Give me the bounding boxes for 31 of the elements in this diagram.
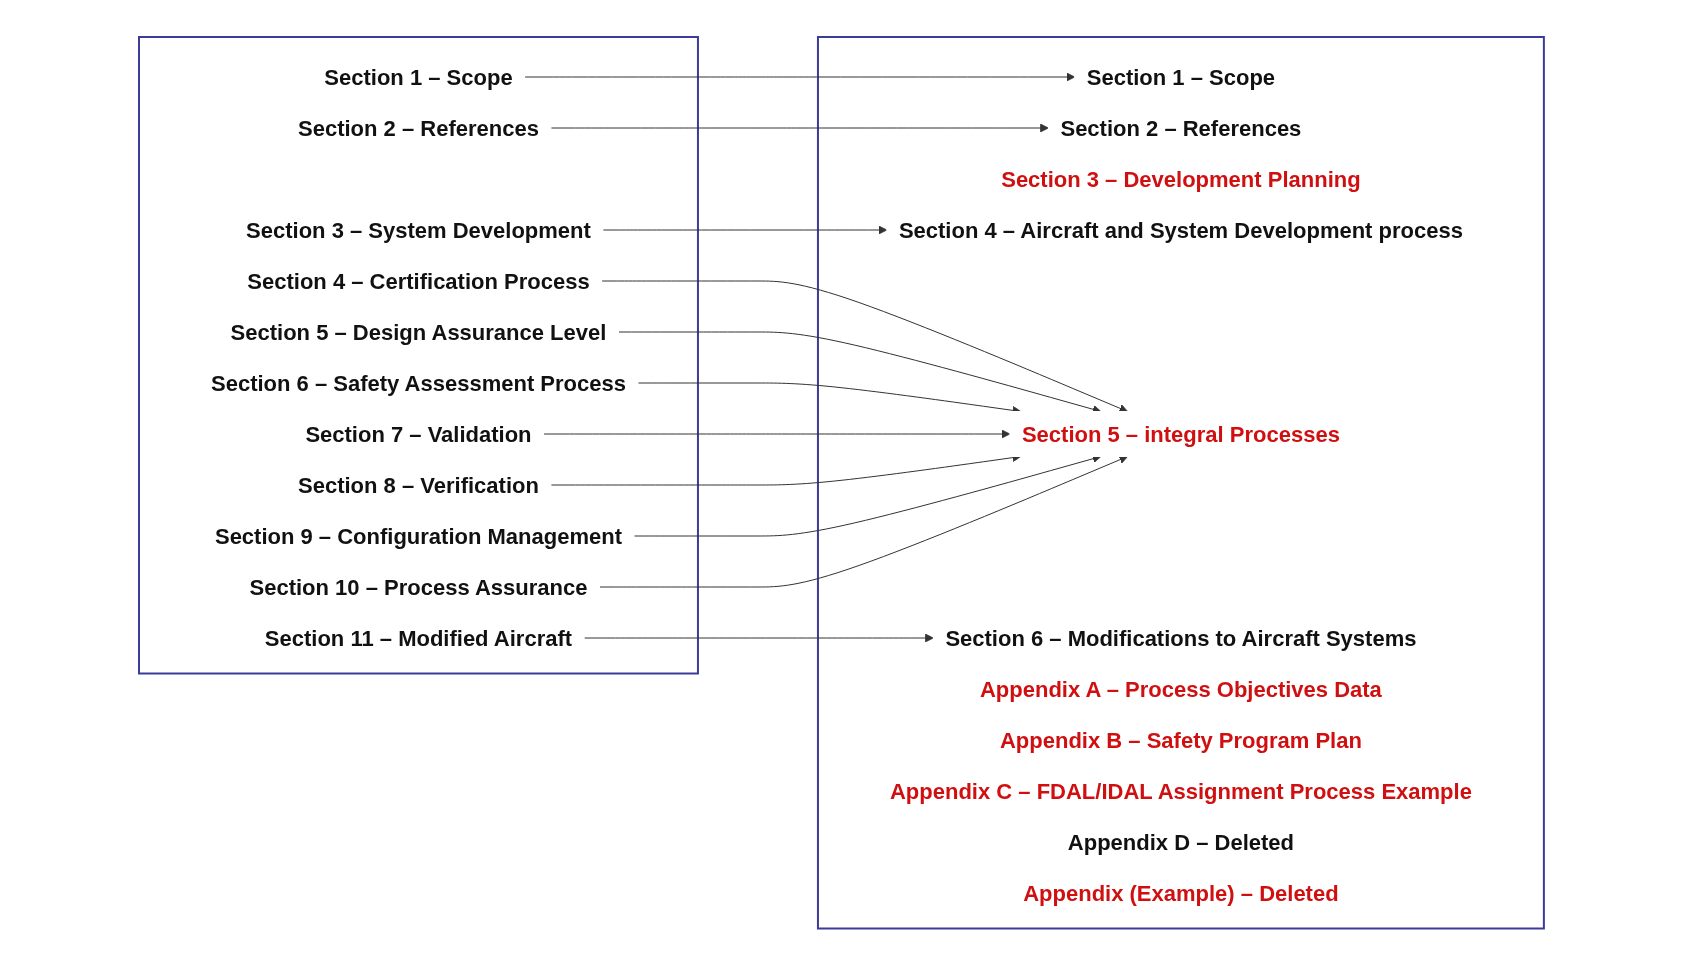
arrow <box>601 280 1128 413</box>
node-text: Appendix B – Safety Program Plan <box>1000 727 1362 753</box>
node-text: Section 10 – Process Assurance <box>249 574 588 600</box>
node-text: Section 11 – Modified Aircraft <box>264 625 573 651</box>
node-text: Section 7 – Validation <box>305 421 532 447</box>
node-text: Section 9 – Configuration Management <box>215 523 623 549</box>
arrow <box>543 429 1011 439</box>
node-text: Section 1 – Scope <box>1086 64 1276 90</box>
node-text: Section 3 – Development Planning <box>1001 166 1361 192</box>
node-text: Section 6 – Safety Assessment Process <box>211 370 627 396</box>
arrow <box>602 225 888 235</box>
node-text: Section 8 – Verification <box>298 472 539 498</box>
node-text: Section 1 – Scope <box>324 64 513 90</box>
arrow <box>550 123 1049 133</box>
cluster <box>817 35 1545 930</box>
node-text: Section 4 – Certification Process <box>247 268 590 294</box>
node-text: Appendix A – Process Objectives Data <box>980 676 1382 702</box>
node-text: Section 6 – Modifications to Aircraft Systems <box>945 625 1417 651</box>
node-text: Appendix C – FDAL/IDAL Assignment Process Example <box>890 778 1472 804</box>
arrow <box>599 455 1128 588</box>
node-text: Appendix D – Deleted <box>1067 829 1295 855</box>
cluster <box>138 35 699 675</box>
arrow <box>583 633 934 643</box>
arrow <box>617 331 1102 414</box>
node-text: Section 2 – References <box>298 115 539 141</box>
node-text: Appendix (Example) – Deleted <box>1023 880 1339 906</box>
node-text: Section 2 – References <box>1060 115 1302 141</box>
node-text: Section 5 – Design Assurance Level <box>230 319 607 345</box>
arrow <box>524 72 1076 82</box>
node-text: Section 3 – System Development <box>246 217 591 243</box>
node-text: Section 4 – Aircraft and System Development process <box>898 217 1464 243</box>
